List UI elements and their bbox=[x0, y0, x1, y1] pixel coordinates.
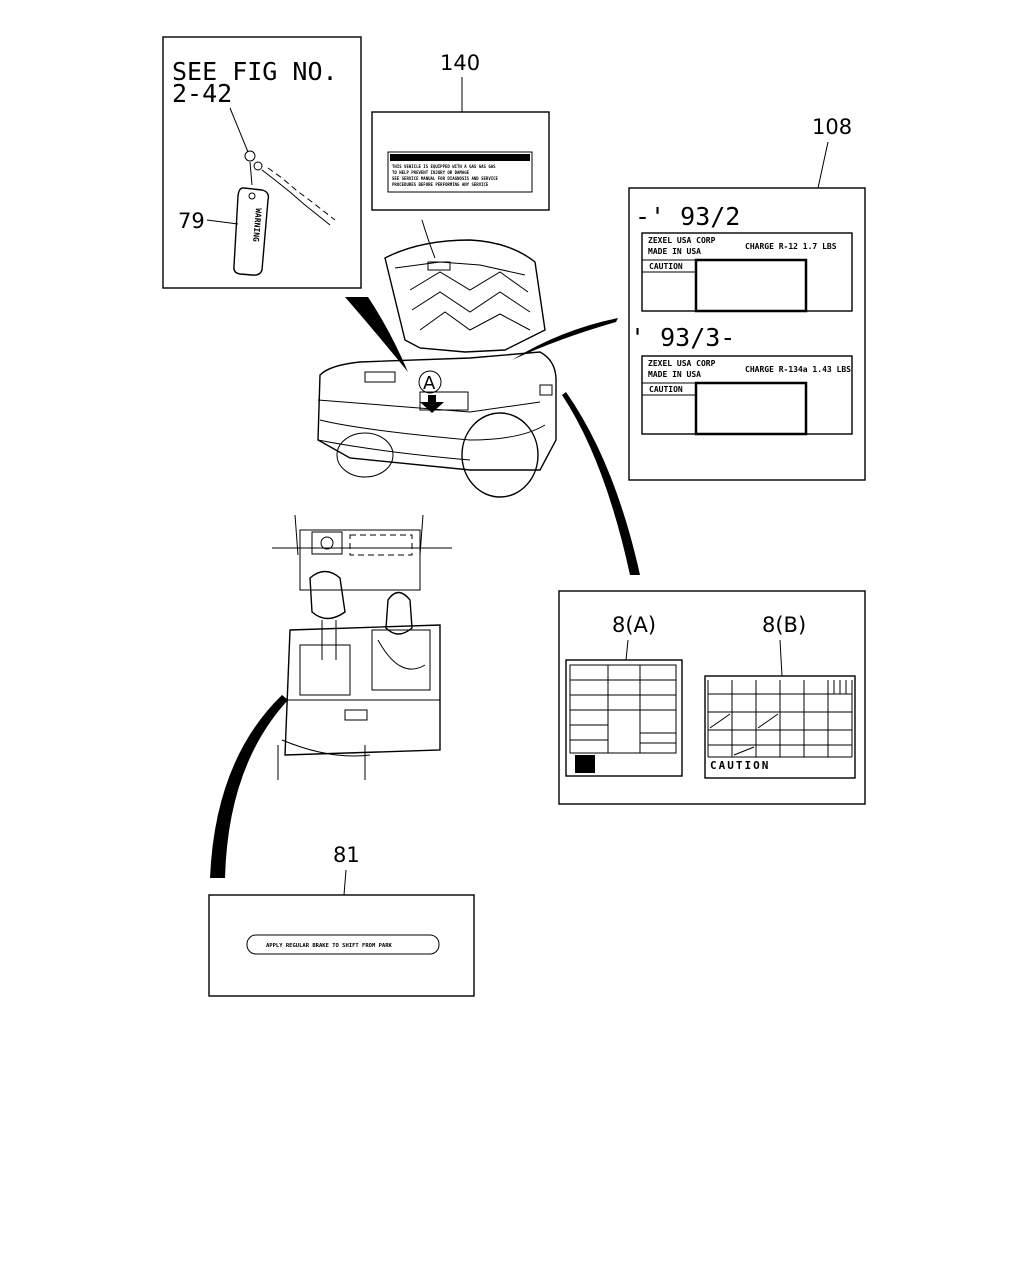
label-140-panel: 140 THIS VEHICLE IS EQUIPPED WITH A GAS … bbox=[371, 51, 550, 211]
maker-text-1: ZEXEL USA CORP bbox=[648, 236, 716, 245]
shift-label bbox=[246, 934, 440, 955]
warning-tag-text: WARNING bbox=[251, 208, 263, 243]
callout-79: 79 bbox=[178, 209, 205, 233]
vehicle-front-illustration: A bbox=[317, 219, 640, 575]
tag-panel: SEE FIG NO. 2-42 WARNING 79 bbox=[162, 36, 362, 289]
see-fig-number: 2-42 bbox=[172, 79, 232, 108]
ac-label-r12: ZEXEL USA CORP MADE IN USA CHARGE R-12 1… bbox=[641, 232, 853, 313]
ac-label-r134a: ZEXEL USA CORP MADE IN USA CHARGE R-134a… bbox=[641, 355, 853, 436]
label-81-panel: 81 APPLY REGULAR BRAKE TO SHIFT FROM PAR… bbox=[208, 843, 475, 997]
made-in-text-2: MADE IN USA bbox=[648, 370, 701, 379]
label-140-line1: THIS VEHICLE IS EQUIPPED WITH A GAS GAS … bbox=[392, 164, 496, 169]
label-8-panel: 8(A) 8(B) bbox=[558, 590, 866, 805]
label-140-line4: PROCEDURES BEFORE PERFORMING ANY SERVICE bbox=[392, 182, 489, 187]
variant-2-range: ' 93/3- bbox=[630, 323, 735, 352]
view-a-label: A bbox=[423, 373, 436, 394]
view-a-circle bbox=[418, 370, 442, 394]
label-8a bbox=[565, 659, 683, 777]
made-in-text-1: MADE IN USA bbox=[648, 247, 701, 256]
callout-8b: 8(B) bbox=[762, 613, 806, 637]
charge-r12-text: CHARGE R-12 1.7 LBS bbox=[745, 242, 837, 251]
maker-text-2: ZEXEL USA CORP bbox=[648, 359, 716, 368]
warning-tag: WARNING bbox=[233, 187, 270, 276]
label-140-line2: TO HELP PREVENT INJURY OR DAMAGE bbox=[392, 170, 470, 175]
callout-140: 140 bbox=[440, 51, 480, 75]
shift-label-text: APPLY REGULAR BRAKE TO SHIFT FROM PARK bbox=[266, 943, 393, 949]
charge-r134a-text: CHARGE R-134a 1.43 LBS bbox=[745, 365, 851, 374]
console-illustration bbox=[210, 514, 452, 878]
callout-108: 108 bbox=[812, 115, 852, 139]
label-140-line3: SEE SERVICE MANUAL FOR DIAGNOSIS AND SER… bbox=[392, 176, 499, 181]
callout-8a: 8(A) bbox=[612, 613, 656, 637]
callout-81: 81 bbox=[333, 843, 360, 867]
label-8b: CAUTION bbox=[704, 675, 856, 779]
label-108-panel: 108 -' 93/2 ZEXEL USA CORP MADE IN USA C… bbox=[628, 115, 866, 481]
label-8b-caution: CAUTION bbox=[710, 759, 770, 772]
view-a-arrow bbox=[420, 395, 444, 413]
see-fig-text: SEE FIG NO. bbox=[172, 57, 338, 86]
variant-1-range: -' 93/2 bbox=[635, 202, 740, 231]
caution-text-1: CAUTION bbox=[649, 262, 683, 271]
caution-text-2: CAUTION bbox=[649, 385, 683, 394]
